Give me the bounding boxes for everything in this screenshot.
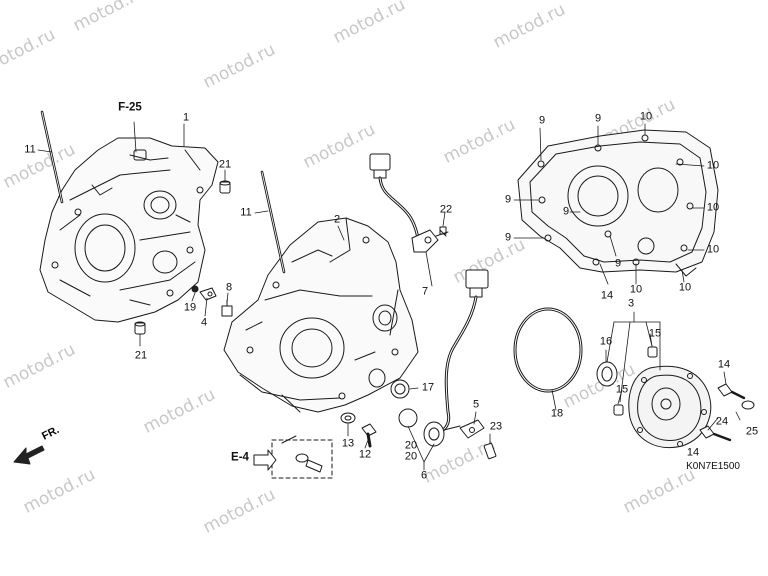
drain-washer [340, 412, 356, 424]
callout-23: 23 [489, 420, 503, 433]
dowel-pin-lower [134, 321, 146, 335]
callout-10: 10 [639, 110, 653, 123]
callout-12: 12 [358, 448, 372, 461]
callout-9: 9 [614, 257, 622, 270]
callout-3: 3 [627, 297, 635, 310]
drain-bolt [361, 423, 377, 448]
stud-bolt-right [260, 170, 286, 274]
callout-10: 10 [706, 159, 720, 172]
large-o-ring [513, 307, 583, 393]
callout-14: 14 [717, 358, 731, 371]
callout-10: 10 [706, 243, 720, 256]
callout-14: 14 [686, 446, 700, 459]
callout-24: 24 [715, 415, 729, 428]
leader-lines [37, 121, 741, 471]
o-ring-20 [398, 408, 418, 428]
callout-16: 16 [599, 335, 613, 348]
sensor-assembly-upper [369, 153, 449, 253]
callout-21: 21 [134, 349, 148, 362]
callout-10: 10 [629, 283, 643, 296]
dowel-pin-15 [613, 346, 658, 416]
callout-9: 9 [538, 114, 546, 127]
callout-9: 9 [504, 231, 512, 244]
callout-20: 20 [404, 439, 418, 452]
callout-9: 9 [504, 193, 512, 206]
ref-f25: F-25 [118, 101, 142, 114]
oil-seal-16 [596, 361, 618, 387]
callout-2: 2 [333, 213, 341, 226]
diagram-code: K0N7E1500 [686, 461, 740, 472]
callout-15: 15 [615, 383, 629, 396]
callout-6: 6 [420, 469, 428, 482]
callout-10: 10 [678, 281, 692, 294]
bolt-14-upper [717, 383, 746, 400]
callout-20: 20 [404, 450, 418, 463]
callout-14: 14 [600, 289, 614, 302]
stud-bolt-left [40, 110, 64, 204]
callout-21: 21 [218, 158, 232, 171]
callout-8: 8 [225, 281, 233, 294]
callout-25: 25 [745, 425, 759, 438]
callout-19: 19 [183, 301, 197, 314]
front-direction-arrow [13, 445, 45, 465]
callout-13: 13 [341, 437, 355, 450]
crankcase-gasket [517, 129, 719, 277]
callout-18: 18 [550, 407, 564, 420]
left-crankcase [39, 137, 219, 323]
bolt-24 [699, 425, 732, 442]
callout-9: 9 [594, 112, 602, 125]
callout-17: 17 [421, 381, 435, 394]
right-crankcase [223, 217, 419, 413]
callout-15: 15 [648, 327, 662, 340]
sensor-assembly-lower [423, 269, 497, 460]
callout-11: 11 [24, 143, 36, 156]
callout-9: 9 [562, 205, 570, 218]
callout-4: 4 [200, 316, 208, 329]
callout-7: 7 [421, 285, 429, 298]
pump-cover [628, 365, 712, 448]
e4-reference-box [253, 435, 333, 479]
ref-e4: E-4 [231, 451, 249, 464]
callout-11: 11 [240, 206, 252, 219]
dowel-pin-upper [219, 180, 231, 194]
callout-22: 22 [439, 203, 453, 216]
callout-5: 5 [472, 398, 480, 411]
callout-10: 10 [706, 201, 720, 214]
washer-25 [741, 400, 755, 410]
oil-seal-17 [390, 379, 410, 399]
callout-1: 1 [182, 111, 190, 124]
